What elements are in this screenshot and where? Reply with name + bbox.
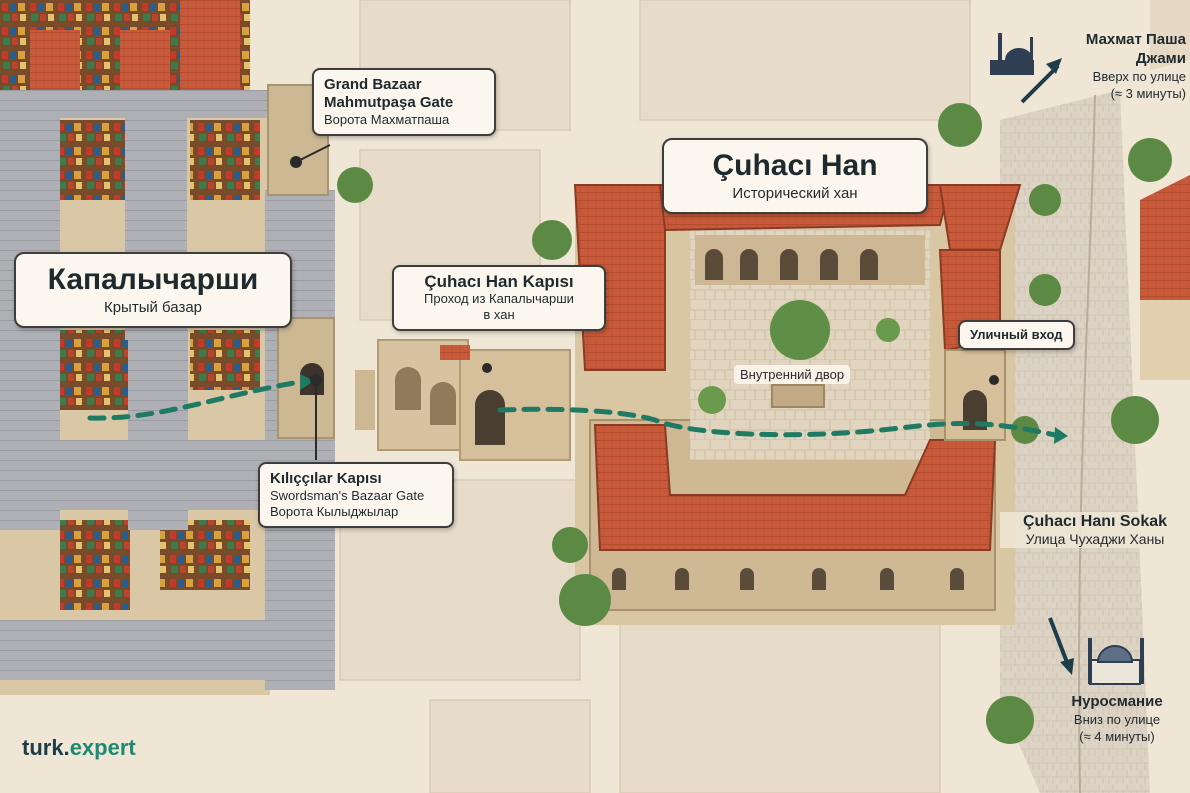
mosque-bottom-title: Нуросмание: [1071, 693, 1163, 710]
route-arrowheads: [300, 374, 1068, 444]
brand-logo[interactable]: turk.expert: [22, 735, 136, 761]
grand-bazaar: [0, 0, 375, 695]
mosque-top-line2: Вверх по улице: [1092, 69, 1186, 84]
mosque-icon: [990, 33, 1034, 75]
kilicilar-gate-line3: Ворота Кылыджылар: [270, 504, 399, 519]
mosque-icon: [1088, 638, 1144, 685]
mosque-bottom-line3: (≈ 4 минуты): [1079, 729, 1155, 744]
han-gate-title: Çuhacı Han Kapısı: [424, 272, 574, 291]
street-label: Çuhacı Hanı Sokak Улица Чухаджи Ханы: [1000, 512, 1190, 548]
cuhaci-han-title: Çuhacı Han: [712, 149, 878, 182]
mahmutpasa-gate-line3: Ворота Махматпаша: [324, 112, 450, 127]
mosque-bottom-label: Нуросмание Вниз по улице (≈ 4 минуты): [1052, 692, 1182, 745]
han-gate-callout[interactable]: Çuhacı Han Kapısı Проход из Капалычарши …: [392, 265, 606, 331]
kapalicarsi-title: Капалычарши: [47, 263, 259, 296]
arrow-icon: [1048, 617, 1074, 675]
kilicilar-gate-line2: Swordsman's Bazaar Gate: [270, 488, 425, 503]
right-buildings: [1140, 0, 1190, 380]
brand-part2: expert: [69, 735, 136, 760]
tree-icon: [337, 103, 1172, 744]
street-title: Çuhacı Hanı Sokak: [1022, 513, 1168, 530]
courtyard-label: Внутренний двор: [734, 365, 851, 384]
han-gate-line3: в хан: [483, 307, 515, 322]
mahmutpasa-gate-callout[interactable]: Grand Bazaar Mahmutpaşa Gate Ворота Махм…: [312, 68, 496, 136]
mahmutpasa-gate-line1: Grand Bazaar: [324, 76, 422, 93]
cuhaci-han-callout[interactable]: Çuhacı Han Исторический хан: [662, 138, 928, 214]
mosque-top-label: Махмат Паша Джами Вверх по улице (≈ 3 ми…: [1036, 30, 1186, 102]
mosque-bottom-line2: Вниз по улице: [1073, 712, 1161, 727]
han-gate-building: [377, 339, 571, 461]
street-subtitle: Улица Чухаджи Ханы: [1025, 531, 1165, 547]
cuhaci-han-building: [573, 184, 1022, 625]
leader-lines: [295, 144, 331, 460]
kilicilar-gate-title: Kılıççılar Kapısı: [270, 470, 382, 487]
kapalicarsi-callout[interactable]: Капалычарши Крытый базар: [14, 252, 292, 328]
street-entrance-title: Уличный вход: [970, 327, 1063, 342]
kapalicarsi-subtitle: Крытый базар: [103, 299, 203, 316]
mosque-top-line3: (≈ 3 минуты): [1110, 86, 1186, 101]
kilicilar-gate-callout[interactable]: Kılıççılar Kapısı Swordsman's Bazaar Gat…: [258, 462, 454, 528]
route-arrow: [87, 379, 1058, 438]
street-entrance-callout[interactable]: Уличный вход: [958, 320, 1075, 350]
arrow-icon: [1020, 58, 1062, 104]
han-gate-line2: Проход из Капалычарши: [424, 291, 574, 306]
street-pavement: [1000, 90, 1150, 793]
cuhaci-han-subtitle: Исторический хан: [732, 185, 858, 202]
mosque-top-title: Махмат Паша Джами: [1085, 31, 1186, 67]
brand-part1: turk.: [22, 735, 70, 760]
mahmutpasa-gate-line2: Mahmutpaşa Gate: [324, 94, 454, 111]
